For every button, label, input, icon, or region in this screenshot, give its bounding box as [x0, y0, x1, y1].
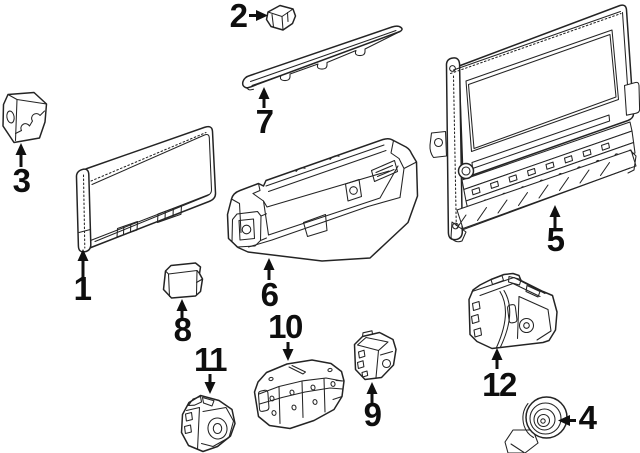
part-9-switch-drawing	[353, 330, 397, 381]
callout-7-label: 7	[256, 103, 273, 140]
callout-5-label: 5	[547, 221, 565, 258]
callout-1-arrowhead	[77, 249, 89, 261]
callout-8-label: 8	[174, 311, 192, 348]
callout-2-arrowhead	[256, 10, 268, 21]
part-5-display-drawing	[429, 4, 640, 243]
part-3-bracket-drawing	[2, 91, 48, 144]
part-10-switch-panel-drawing	[253, 359, 345, 430]
callout-2: 2	[230, 0, 268, 34]
callout-9-label: 9	[364, 396, 382, 433]
part-8-bracket-drawing	[162, 262, 204, 299]
part-4-knob-drawing	[504, 396, 568, 453]
callout-7-arrowhead	[258, 87, 270, 99]
callout-5-arrowhead	[549, 205, 561, 217]
callout-8: 8	[174, 299, 193, 348]
callout-12: 12	[482, 348, 518, 403]
callout-3: 3	[13, 143, 32, 199]
callout-5: 5	[547, 205, 566, 258]
callout-7: 7	[256, 87, 274, 140]
callout-10: 10	[268, 308, 303, 361]
callout-3-arrowhead	[15, 143, 27, 155]
callout-10-label: 10	[268, 308, 302, 345]
callout-4-arrowhead	[558, 415, 570, 426]
callout-6-arrowhead	[263, 258, 275, 270]
part-6-housing-drawing	[226, 137, 419, 262]
callout-9: 9	[364, 382, 383, 433]
callout-6: 6	[261, 258, 280, 313]
callout-11-arrowhead	[204, 382, 216, 394]
callout-11-label: 11	[194, 341, 227, 378]
callout-4: 4	[558, 399, 599, 436]
callout-12-arrowhead	[491, 348, 503, 360]
part-12-switch-assembly-drawing	[468, 272, 558, 350]
callout-12-label: 12	[482, 366, 517, 403]
callout-1-label: 1	[74, 270, 92, 307]
part-2-clip-drawing	[265, 4, 297, 31]
part-1-panel-drawing	[75, 125, 217, 253]
callout-8-arrowhead	[176, 299, 188, 311]
callout-4-label: 4	[579, 399, 598, 436]
callout-3-label: 3	[13, 162, 31, 199]
callout-11: 11	[194, 341, 229, 394]
callout-2-label: 2	[230, 0, 248, 34]
part-7-trim-strip-drawing	[241, 25, 403, 91]
part-11-switch-drawing	[180, 394, 236, 453]
callout-1: 1	[74, 249, 93, 307]
callout-9-arrowhead	[366, 382, 378, 394]
callout-6-label: 6	[261, 276, 279, 313]
callout-10-arrowhead	[282, 349, 294, 361]
